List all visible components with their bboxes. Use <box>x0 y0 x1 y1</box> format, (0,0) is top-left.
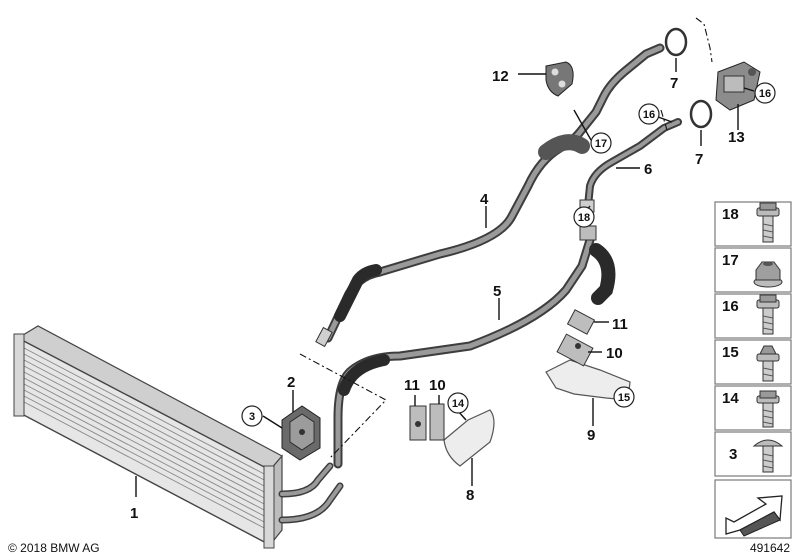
callout-7-upper: 7 <box>670 75 678 92</box>
view-direction-arrow-icon <box>725 495 783 537</box>
svg-text:17: 17 <box>595 138 607 150</box>
hex-flange-nut-icon <box>753 261 783 288</box>
torx-button-head-bolt-icon <box>752 439 784 473</box>
callout-14: 14 <box>447 392 469 414</box>
assembly-guide-line-upper <box>695 17 713 63</box>
assembly-guide-line-lower <box>299 353 387 459</box>
callout-9: 9 <box>587 427 595 444</box>
callout-4: 4 <box>480 191 489 208</box>
bracket-left <box>443 409 495 467</box>
callout-17: 17 <box>590 132 612 154</box>
diagram-number: 491642 <box>750 541 790 555</box>
svg-text:16: 16 <box>643 109 655 121</box>
callout-13: 13 <box>728 129 745 146</box>
hex-flange-bolt-icon <box>756 202 780 243</box>
clamp-set-left <box>409 403 445 441</box>
callout-2: 2 <box>287 374 295 391</box>
fastener-cell <box>714 293 792 339</box>
clamp-set-right <box>556 309 596 367</box>
mounting-bracket <box>281 405 321 461</box>
oil-cooler-line-return <box>333 225 616 469</box>
hex-flange-bolt-long-icon <box>756 390 780 428</box>
seal-ring-lower <box>689 99 713 129</box>
hex-flange-bolt-icon <box>756 345 780 382</box>
callout-16-right: 16 <box>754 82 776 104</box>
fastener-cell <box>714 339 792 385</box>
svg-text:18: 18 <box>578 212 590 224</box>
callout-10-right: 10 <box>606 345 623 362</box>
oil-cooler-radiator <box>13 325 344 549</box>
callout-18: 18 <box>573 206 595 228</box>
oil-cooler-line-supply <box>315 43 665 348</box>
callout-7-lower: 7 <box>695 151 703 168</box>
callout-1: 1 <box>130 505 138 522</box>
assembly-guide-line-mid <box>660 109 668 131</box>
svg-text:3: 3 <box>249 411 255 423</box>
fastener-label-14: 14 <box>722 390 739 407</box>
connection-block <box>715 61 761 111</box>
fastener-cell <box>714 385 792 431</box>
svg-text:16: 16 <box>759 88 771 100</box>
seal-ring-upper <box>664 27 688 57</box>
svg-text:15: 15 <box>618 392 630 404</box>
hex-flange-bolt-icon <box>756 294 780 335</box>
svg-text:14: 14 <box>452 398 465 410</box>
fastener-label-17: 17 <box>722 252 739 269</box>
fastener-cell <box>714 431 792 477</box>
callout-8: 8 <box>466 487 474 504</box>
callout-16-left: 16 <box>638 103 660 125</box>
fastener-label-3: 3 <box>729 446 737 463</box>
callout-10-left: 10 <box>429 377 446 394</box>
callout-12: 12 <box>492 68 509 85</box>
fastener-panel: 18 17 16 15 14 3 <box>714 201 792 539</box>
fastener-label-16: 16 <box>722 298 739 315</box>
fastener-label-18: 18 <box>722 206 739 223</box>
line-holder <box>545 61 574 97</box>
callout-15: 15 <box>613 386 635 408</box>
callout-5: 5 <box>493 283 501 300</box>
callout-3: 3 <box>241 405 263 427</box>
callout-11-left: 11 <box>404 377 420 394</box>
fastener-label-15: 15 <box>722 344 739 361</box>
callout-6: 6 <box>644 161 652 178</box>
copyright-notice: © 2018 BMW AG <box>8 541 100 555</box>
callout-11-right: 11 <box>612 316 628 333</box>
